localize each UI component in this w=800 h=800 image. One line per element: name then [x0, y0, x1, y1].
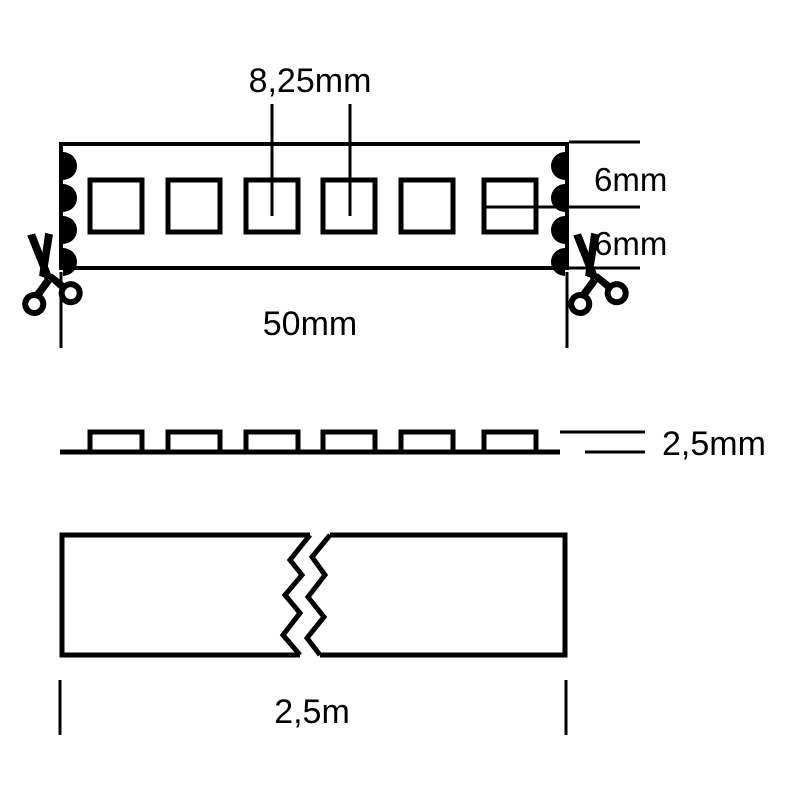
long-strip-right-outline [320, 532, 568, 658]
top-view-group: 8,25mm 6mm 6mm 50mm [22, 62, 667, 348]
profile-led-bumps [87, 429, 539, 452]
led-chip [165, 177, 223, 235]
profile-led-bump [243, 429, 301, 452]
scissors-ring [568, 291, 593, 316]
scissors-ring [22, 291, 47, 316]
strip-outline [59, 142, 569, 270]
pitch-leader-lines [270, 104, 352, 216]
profile-led-bump [87, 429, 145, 452]
profile-led-bump [398, 429, 456, 452]
scissors-icon-left [22, 232, 83, 316]
led-chip [398, 177, 456, 235]
solder-pad [63, 184, 77, 212]
scissors-icon-right [568, 232, 629, 316]
solder-pad [551, 152, 565, 180]
reel-length-witness-lines [58, 680, 568, 735]
solder-pad [63, 248, 77, 276]
long-strip-left-outline [59, 532, 310, 658]
side-profile-view-group: 2,5mm [60, 425, 766, 463]
dimension-label-strip-width-lower: 6mm [594, 225, 667, 262]
profile-led-bump [481, 429, 539, 452]
dimension-label-cut-length: 50mm [263, 305, 357, 343]
profile-led-bump [165, 429, 223, 452]
zigzag-break-icon [279, 533, 312, 657]
dimension-label-led-pitch: 8,25mm [249, 62, 372, 100]
dimension-label-thickness: 2,5mm [662, 425, 766, 463]
solder-pads-right [551, 152, 565, 276]
solder-pad [63, 152, 77, 180]
solder-pad [551, 184, 565, 212]
profile-led-bump [320, 429, 378, 452]
dimension-label-reel-length: 2,5m [274, 693, 350, 731]
width-dimension-lines [484, 140, 640, 270]
scissors-blade [39, 232, 53, 279]
scissors-ring [58, 281, 83, 306]
scissors-ring [604, 281, 629, 306]
full-length-view-group: 2,5m [58, 532, 568, 735]
zigzag-break-icon [303, 533, 332, 657]
dimension-label-strip-width-upper: 6mm [594, 161, 667, 198]
thickness-dimension-lines [560, 430, 645, 454]
solder-pad [63, 216, 77, 244]
led-chip [87, 177, 145, 235]
scissors-blade [585, 232, 599, 279]
solder-pads-left [63, 152, 77, 276]
solder-pad [551, 216, 565, 244]
